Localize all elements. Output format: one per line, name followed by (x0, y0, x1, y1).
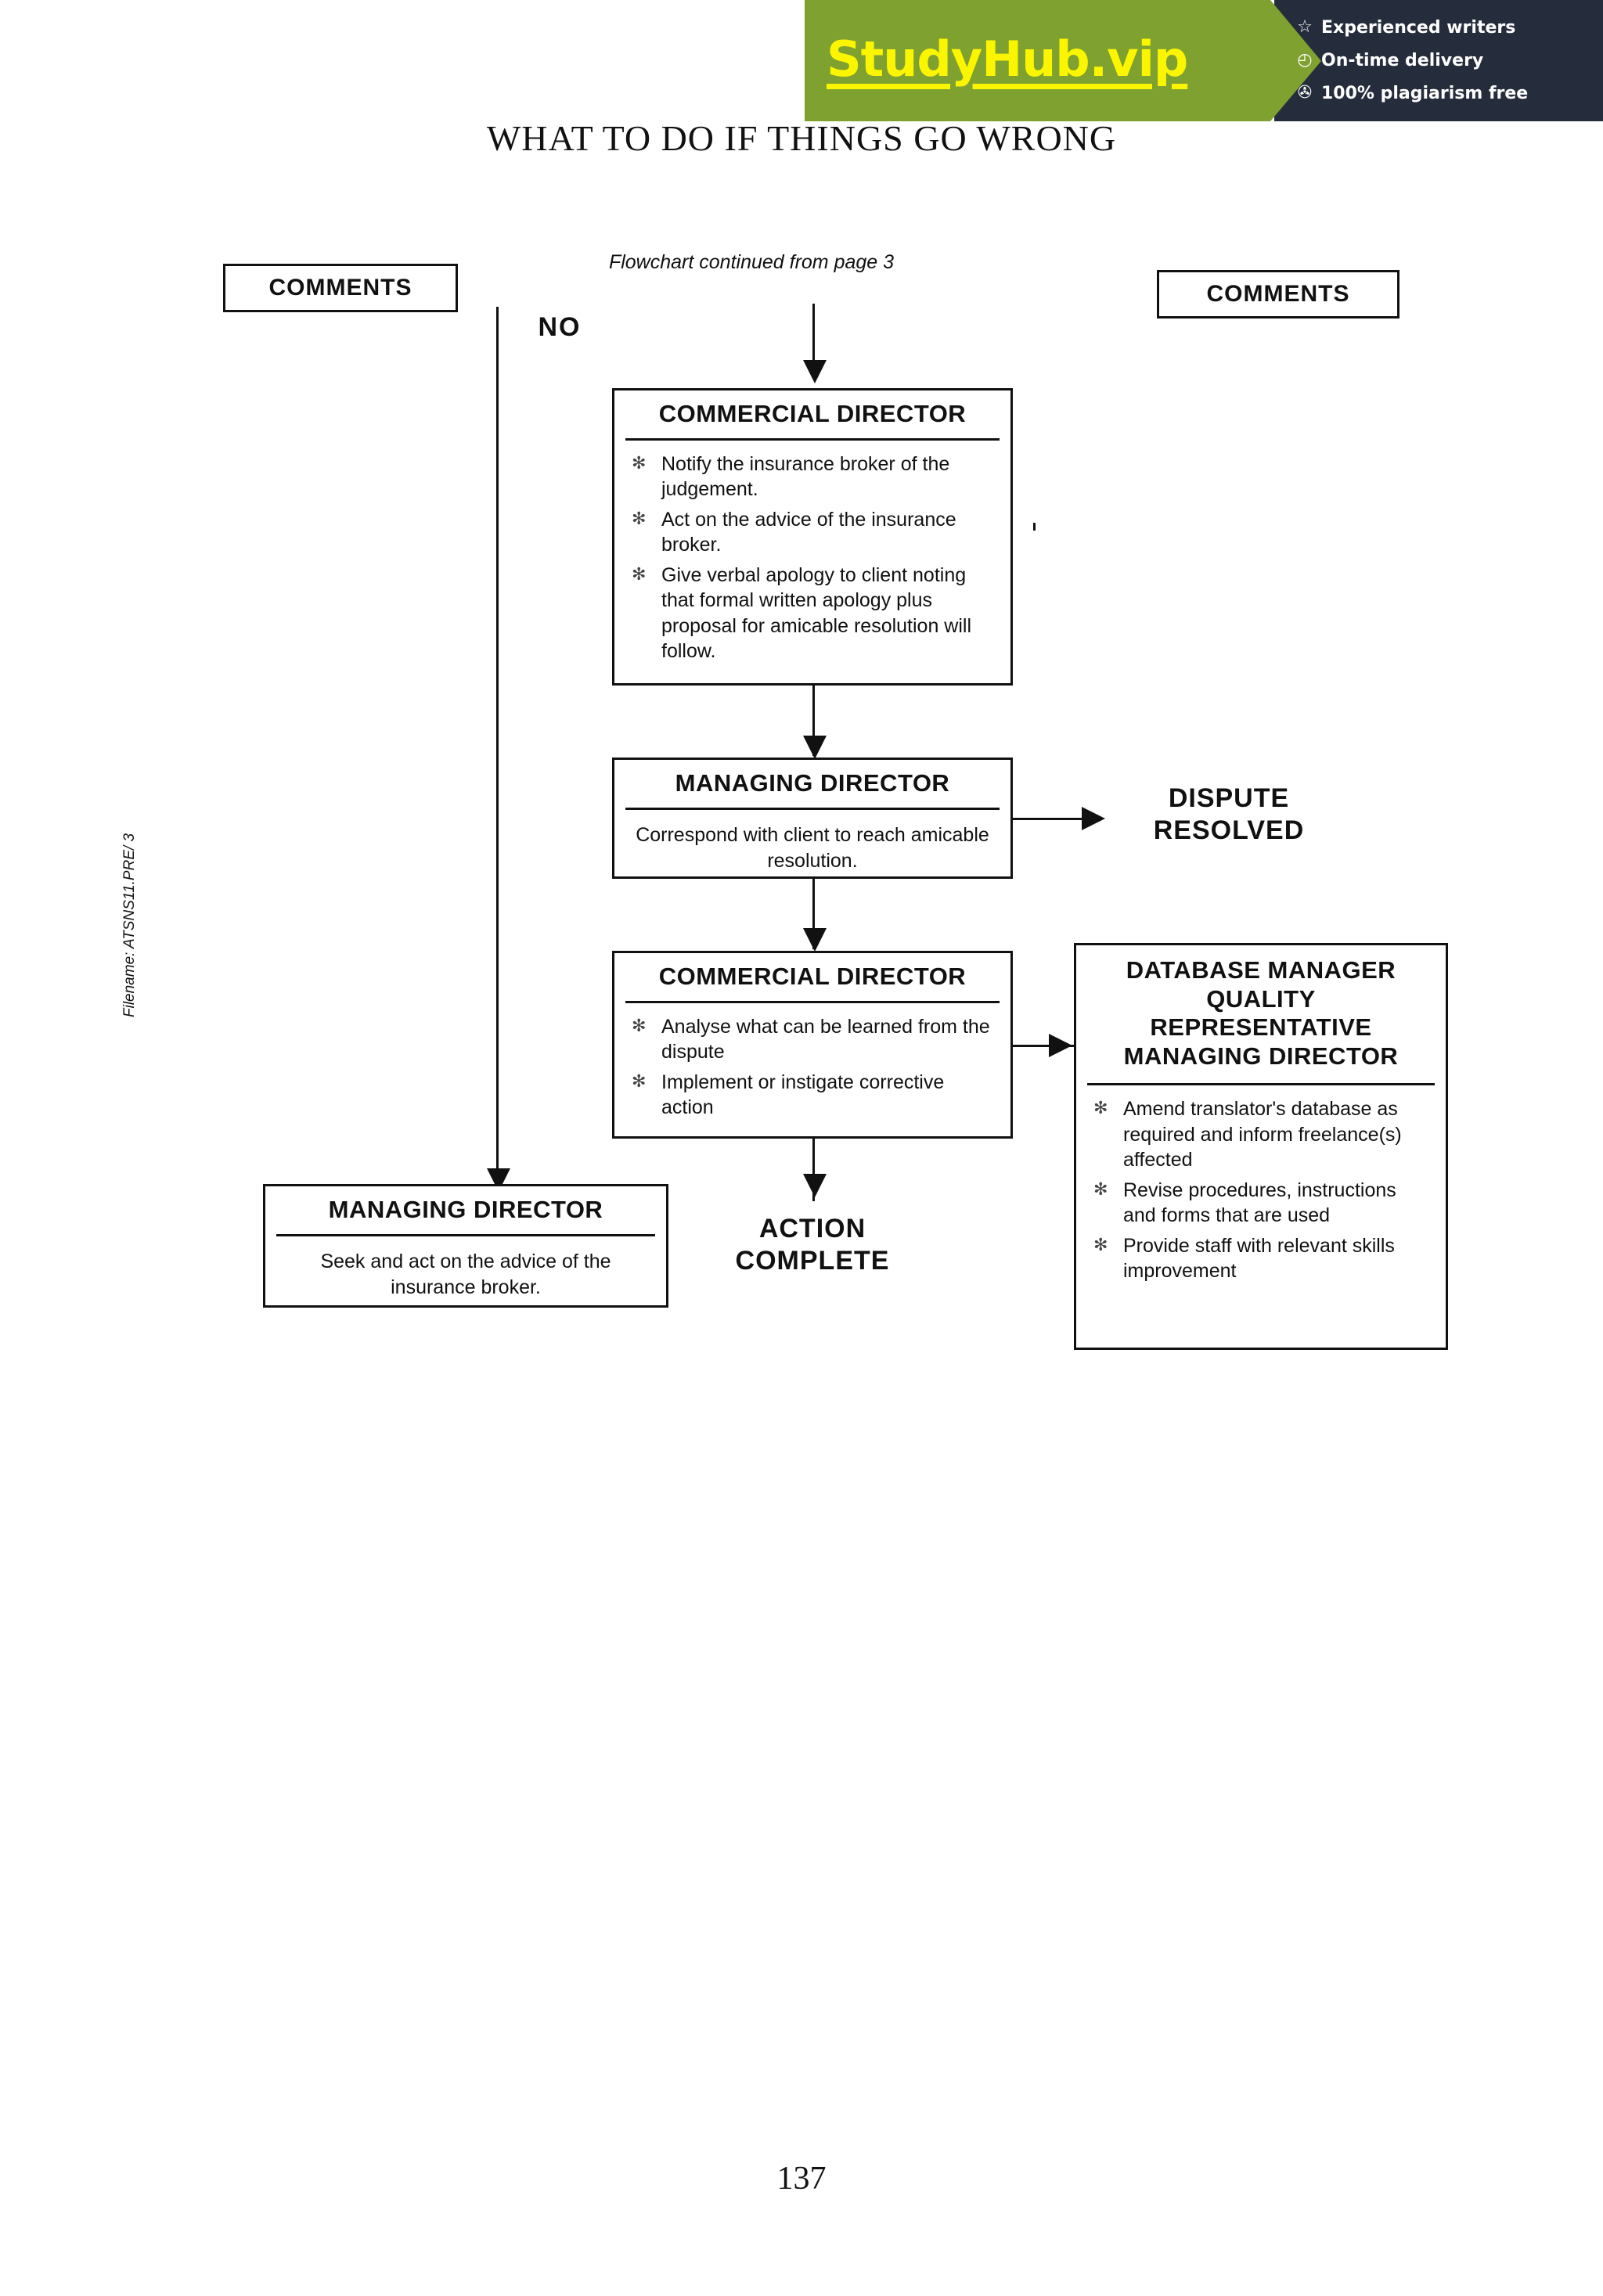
flow-arrow-action-complete (803, 1174, 827, 1197)
shield-check-icon: ✇ (1297, 83, 1313, 103)
clock-icon: ◴ (1297, 50, 1313, 70)
banner-green-panel: StudyHub.vip (805, 0, 1321, 121)
node-header-managing-director-2: MANAGING DIRECTOR (328, 1196, 603, 1223)
feature-label-2: 100% plagiarism free (1321, 83, 1529, 103)
star-icon: ☆ (1297, 17, 1313, 37)
flow-arrow-into-commercial-director-1 (803, 360, 827, 383)
header-line-1: DATABASE MANAGER (1126, 956, 1396, 984)
banner-dark-panel (1274, 0, 1603, 121)
node-body-managing-director-2: Seek and act on the advice of the insura… (320, 1250, 611, 1298)
node-header-commercial-director-1: COMMERCIAL DIRECTOR (658, 400, 967, 427)
bullet-text: Amend translator's database as required … (1123, 1098, 1402, 1171)
comments-label-right: COMMENTS (1206, 281, 1350, 307)
flow-line-cd1-to-md1 (812, 686, 815, 756)
bullet-icon: ✻ (632, 453, 647, 473)
bullet-icon: ✻ (632, 564, 647, 585)
header-divider (1087, 1083, 1435, 1086)
bullet-icon: ✻ (1093, 1179, 1108, 1200)
list-item: ✻ Give verbal apology to client noting th… (627, 563, 998, 664)
bullet-text: Give verbal apology to client noting tha… (661, 563, 972, 663)
terminator-action-complete: ACTION COMPLETE (679, 1213, 946, 1278)
bullet-text: Analyse what can be learned from the dis… (661, 1015, 990, 1063)
banner-feature-list: ☆ Experienced writers ◴ On-time delivery… (1290, 11, 1603, 110)
node-managing-director-1: MANAGING DIRECTOR Correspond with client… (612, 758, 1013, 879)
flow-line-md1-to-dispute-resolved (1013, 818, 1085, 820)
node-header-commercial-director-2: COMMERCIAL DIRECTOR (658, 963, 967, 990)
header-divider (276, 1233, 655, 1236)
stray-scan-mark (1033, 523, 1036, 531)
flow-line-from-page3 (812, 304, 815, 378)
studyhub-watermark-banner: StudyHub.vip ☆ Experienced writers ◴ On-… (805, 0, 1603, 121)
terminator-line-1: ACTION (758, 1214, 866, 1243)
list-item: ✻ Provide staff with relevant skills impr… (1089, 1233, 1433, 1284)
bullet-icon: ✻ (1093, 1099, 1108, 1119)
flow-arrow-into-database-manager (1049, 1034, 1072, 1057)
list-item: ✻ Notify the insurance broker of the judg… (627, 452, 998, 502)
feature-item-0: ☆ Experienced writers (1290, 11, 1603, 44)
node-managing-director-2: MANAGING DIRECTOR Seek and act on the ad… (263, 1184, 668, 1308)
flow-arrow-into-commercial-director-2 (803, 928, 827, 952)
bullet-icon: ✻ (632, 1016, 647, 1036)
comments-box-right: COMMENTS (1157, 270, 1399, 318)
brand-wordmark: StudyHub.vip (827, 31, 1188, 88)
flow-line-cd2-to-action-complete (812, 1139, 815, 1201)
node-body-commercial-director-1: ✻ Notify the insurance broker of the judg… (614, 441, 1010, 682)
bullet-icon: ✻ (632, 1071, 647, 1092)
comments-box-left: COMMENTS (223, 264, 458, 312)
node-database-manager: DATABASE MANAGER QUALITY REPRESENTATIVE … (1074, 943, 1448, 1350)
flow-line-cd2-to-database-manager (1013, 1045, 1074, 1047)
bullet-text: Revise procedures, instructions and form… (1123, 1179, 1396, 1227)
terminator-line-2: RESOLVED (1153, 815, 1305, 846)
node-header-managing-director-1: MANAGING DIRECTOR (675, 769, 950, 797)
list-item: ✻ Amend translator's database as required… (1089, 1096, 1433, 1173)
list-item: ✻ Analyse what can be learned from the di… (627, 1014, 998, 1065)
header-divider (625, 1000, 1000, 1003)
page-number: 137 (776, 2161, 827, 2197)
terminator-line-1: DISPUTE (1168, 783, 1290, 813)
node-commercial-director-1: COMMERCIAL DIRECTOR ✻ Notify the insuranc… (612, 388, 1013, 686)
continuation-note: Flowchart continued from page 3 (608, 251, 895, 273)
bullet-text: Implement or instigate corrective action (661, 1071, 945, 1119)
page-title: WHAT TO DO IF THINGS GO WRONG (486, 118, 1117, 158)
header-line-2: QUALITY (1206, 984, 1316, 1013)
flow-arrow-dispute-resolved (1082, 807, 1105, 830)
bullet-text: Act on the advice of the insurance broke… (661, 508, 956, 556)
flow-arrow-into-managing-director-1 (803, 736, 827, 759)
list-item: ✻ Act on the advice of the insurance brok… (627, 507, 998, 558)
node-header-database-manager: DATABASE MANAGER QUALITY REPRESENTATIVE … (1076, 945, 1446, 1083)
list-item: ✻ Implement or instigate corrective actio… (627, 1070, 998, 1121)
node-body-database-manager: ✻ Amend translator's database as required… (1076, 1085, 1446, 1301)
flow-line-md1-to-cd2 (812, 879, 815, 949)
node-body-managing-director-1: Correspond with client to reach amicable… (636, 823, 989, 872)
flow-line-no-vertical (496, 307, 499, 1183)
bullet-text: Notify the insurance broker of the judge… (661, 452, 950, 501)
feature-item-1: ◴ On-time delivery (1290, 44, 1603, 77)
comments-label-left: COMMENTS (268, 275, 412, 300)
header-line-4: MANAGING DIRECTOR (1123, 1042, 1399, 1070)
bullet-text: Provide staff with relevant skills impro… (1123, 1234, 1395, 1283)
bullet-icon: ✻ (1093, 1235, 1108, 1255)
feature-label-1: On-time delivery (1321, 50, 1484, 70)
header-line-3: REPRESENTATIVE (1150, 1013, 1372, 1042)
branch-label-no: NO (538, 312, 582, 342)
terminator-line-2: COMPLETE (735, 1246, 890, 1276)
header-divider (625, 807, 1000, 810)
list-item: ✻ Revise procedures, instructions and for… (1089, 1178, 1433, 1229)
feature-item-2: ✇ 100% plagiarism free (1290, 77, 1603, 110)
node-body-commercial-director-2: ✻ Analyse what can be learned from the di… (614, 1003, 1010, 1138)
node-commercial-director-2: COMMERCIAL DIRECTOR ✻ Analyse what can be… (612, 951, 1013, 1139)
bullet-icon: ✻ (632, 509, 647, 529)
terminator-dispute-resolved: DISPUTE RESOLVED (1096, 783, 1362, 848)
feature-label-0: Experienced writers (1321, 17, 1516, 38)
header-divider (625, 437, 1000, 441)
